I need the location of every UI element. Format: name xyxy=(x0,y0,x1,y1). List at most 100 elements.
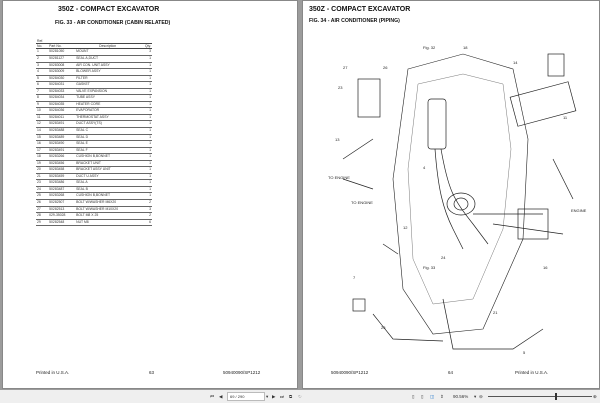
cell-qty: 1 xyxy=(140,68,152,76)
svg-text:5: 5 xyxy=(523,350,526,355)
cell-ref: 2 xyxy=(36,55,49,63)
cell-qty: 1 xyxy=(140,81,152,89)
cell-qty: 1 xyxy=(140,179,152,187)
zoom-out-button[interactable]: ⊖ xyxy=(479,394,483,399)
page-title: 350Z - COMPACT EXCAVATOR xyxy=(58,6,160,13)
hose-loop xyxy=(427,98,447,150)
svg-text:25: 25 xyxy=(381,325,386,330)
zoom-level[interactable]: 90.56% xyxy=(453,394,469,399)
cell-part: 50283491 xyxy=(48,147,76,155)
cell-desc: BOLT W/WASHER M6X20 xyxy=(75,199,141,207)
cell-part: 50284030 xyxy=(48,75,76,83)
copy-icon[interactable]: ⧉ xyxy=(289,394,293,399)
cell-part: 50283458 xyxy=(48,166,76,174)
cell-desc: CUSHION B,BONNET xyxy=(75,153,141,161)
zoom-slider[interactable] xyxy=(488,396,592,397)
footer-doc-number: 50940090/SP1212 xyxy=(223,370,261,375)
cell-qty: 1 xyxy=(140,160,152,168)
cell-ref: 11 xyxy=(36,114,49,122)
cell-desc: BRACKET ASSY UNIT xyxy=(75,166,141,174)
figure-title: FIG. 34 - AIR CONDITIONER (PIPING) xyxy=(309,18,400,24)
cell-qty: 3 xyxy=(140,206,152,214)
cell-qty: 1 xyxy=(140,88,152,96)
cell-part: 50282507 xyxy=(48,199,76,207)
cell-desc: TUBE ASSY xyxy=(75,94,141,102)
cell-ref: 25 xyxy=(36,192,49,200)
svg-text:13: 13 xyxy=(335,137,340,142)
cell-desc: SEAL A,DUCT xyxy=(75,55,141,63)
footer-page-number: 64 xyxy=(448,370,454,375)
cell-part: 50284035 xyxy=(48,101,76,109)
compressor xyxy=(446,192,476,216)
cell-part: 50284033 xyxy=(48,88,76,96)
cell-desc: THERMOSTAT ASSY xyxy=(75,114,141,122)
single-page-view-icon[interactable]: ▯ xyxy=(412,394,415,399)
cell-desc: MOUNT xyxy=(75,48,141,56)
last-page-button[interactable]: ⏭ xyxy=(280,394,285,399)
page-dropdown-icon[interactable]: ▾ xyxy=(266,394,269,399)
cell-desc: DUCT U ASSY xyxy=(75,173,141,181)
cell-qty: 1 xyxy=(140,186,152,194)
cell-part: 50283489 xyxy=(48,134,76,142)
cell-desc: SEAL E xyxy=(75,140,141,148)
cell-qty: 1 xyxy=(140,153,152,161)
scroll-view-icon[interactable]: ⇕ xyxy=(440,394,444,399)
col-ref-top: Ref. xyxy=(36,39,49,45)
col-part: Part No. xyxy=(48,43,76,50)
cell-desc: BOLT W/WASHER M10X20 xyxy=(75,206,141,214)
footer-doc-number: 50940090/SP1212 xyxy=(331,370,369,375)
cell-part: 50284036 xyxy=(48,107,76,115)
pdf-toolbar: ⏮ ◀ 69 / 290 ▾ ▶ ⏭ ⧉ ↻ ▯ ▯ ◫ ⇕ 90.56% ▾ … xyxy=(0,390,600,403)
zoom-slider-handle[interactable] xyxy=(555,393,557,400)
two-page-view-icon[interactable]: ◫ xyxy=(430,394,435,399)
svg-text:23: 23 xyxy=(338,85,343,90)
first-page-button[interactable]: ⏮ xyxy=(210,394,215,399)
cell-part: 50283008 xyxy=(48,62,76,70)
page-number-input[interactable]: 69 / 290 xyxy=(227,392,265,401)
cell-qty: 1 xyxy=(140,101,152,109)
cell-ref: 26 xyxy=(36,199,49,207)
prev-page-button[interactable]: ◀ xyxy=(219,394,223,399)
svg-text:27: 27 xyxy=(343,65,348,70)
cell-desc: SEAL B xyxy=(75,186,141,194)
cell-ref: 18 xyxy=(36,153,49,161)
cell-desc: BLOWER ASSY xyxy=(75,68,141,76)
cell-ref: 29 xyxy=(36,219,49,227)
col-qty: Qty. xyxy=(140,43,152,50)
cell-part: 50283456 xyxy=(48,160,76,168)
continuous-view-icon[interactable]: ▯ xyxy=(421,394,424,399)
cell-qty: 1 xyxy=(140,62,152,70)
cell-desc: SEAL F xyxy=(75,147,141,155)
svg-text:14: 14 xyxy=(513,60,518,65)
cell-qty: 1 xyxy=(140,114,152,122)
page-title: 350Z - COMPACT EXCAVATOR xyxy=(309,6,411,13)
cell-part: 50283487 xyxy=(48,186,76,194)
col-ref: No. xyxy=(36,43,49,50)
cell-part: 50282548 xyxy=(48,219,76,227)
cell-qty: 1 xyxy=(140,147,152,155)
cell-qty: 1 xyxy=(140,140,152,148)
cell-desc: EVAPORATOR xyxy=(75,107,141,115)
zoom-in-button[interactable]: ⊕ xyxy=(593,394,597,399)
footer-printed: Printed in U.S.A. xyxy=(36,370,70,375)
zoom-dropdown-icon[interactable]: ▾ xyxy=(474,394,477,399)
cell-qty: 1 xyxy=(140,75,152,83)
cell-desc: SEAL D xyxy=(75,134,141,142)
cell-ref: 8 xyxy=(36,94,49,102)
svg-text:16: 16 xyxy=(543,265,548,270)
next-page-button[interactable]: ▶ xyxy=(272,394,276,399)
cell-part: 50282513 xyxy=(48,206,76,214)
cell-part: 50281127 xyxy=(48,55,76,63)
rotate-icon[interactable]: ↻ xyxy=(298,394,302,399)
